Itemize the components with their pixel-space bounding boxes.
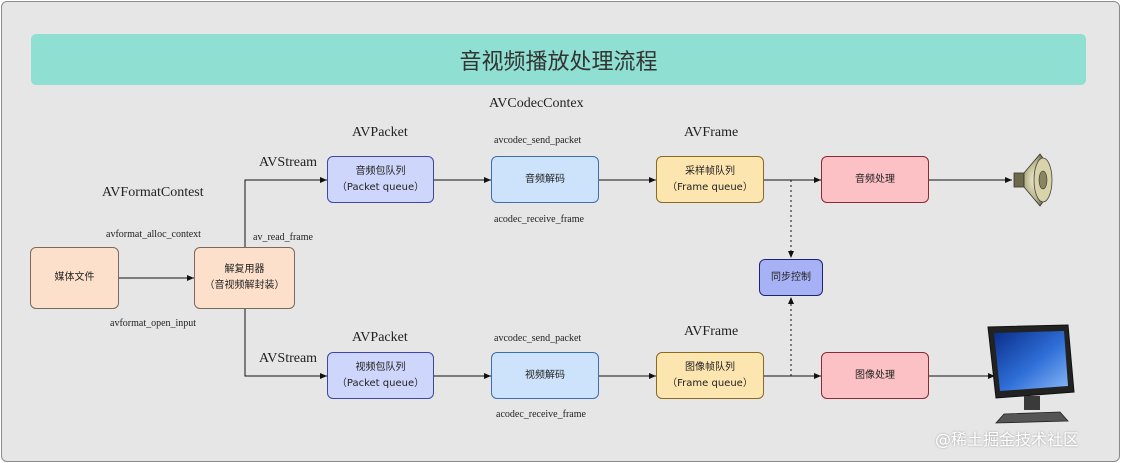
node-sync-control-label: 同步控制 bbox=[771, 271, 811, 283]
diagram-title: 音视频播放处理流程 bbox=[31, 34, 1086, 85]
label-send-packet-bottom: avcodec_send_packet bbox=[494, 333, 582, 344]
node-media-file: 媒体文件 bbox=[30, 247, 119, 309]
node-video-decode-label: 视频解码 bbox=[525, 369, 565, 381]
node-audio-packet-line1: 音频包队列 bbox=[355, 165, 406, 177]
node-sample-frame-queue: 采样帧队列 （Frame queue） bbox=[656, 156, 764, 203]
label-avstream-top: AVStream bbox=[259, 155, 318, 170]
node-video-packet-line2: （Packet queue） bbox=[336, 377, 425, 389]
node-demuxer-line1: 解复用器 bbox=[224, 264, 265, 275]
label-avframe-top: AVFrame bbox=[684, 125, 739, 140]
label-avformat-alloc-context: avformat_alloc_context bbox=[106, 229, 201, 240]
node-image-process-label: 图像处理 bbox=[855, 369, 895, 381]
node-video-decode: 视频解码 bbox=[491, 352, 599, 399]
node-sample-frame-line1: 采样帧队列 bbox=[685, 165, 735, 177]
label-avframe-bottom: AVFrame bbox=[684, 324, 739, 339]
node-demuxer-line2: （音视频解封装） bbox=[204, 280, 285, 291]
label-avcodec-contex: AVCodecContex bbox=[489, 96, 584, 111]
node-video-packet-queue: 视频包队列 （Packet queue） bbox=[327, 352, 434, 399]
node-sample-frame-line2: （Frame queue） bbox=[667, 181, 753, 193]
node-audio-process: 音频处理 bbox=[821, 156, 929, 203]
node-media-file-label: 媒体文件 bbox=[54, 272, 95, 283]
node-image-process: 图像处理 bbox=[821, 352, 929, 399]
node-audio-decode-label: 音频解码 bbox=[525, 173, 565, 185]
node-sync-control: 同步控制 bbox=[759, 259, 823, 296]
label-avformat-open-input: avformat_open_input bbox=[110, 318, 197, 329]
label-av-read-frame: av_read_frame bbox=[253, 232, 313, 243]
node-image-frame-queue: 图像帧队列 （Frame queue） bbox=[656, 352, 764, 399]
label-avformat-contest: AVFormatContest bbox=[102, 185, 204, 200]
node-demuxer: 解复用器 （音视频解封装） bbox=[194, 247, 295, 309]
node-audio-packet-line2: （Packet queue） bbox=[336, 181, 425, 193]
node-audio-process-label: 音频处理 bbox=[855, 173, 895, 185]
label-receive-frame-bottom: acodec_receive_frame bbox=[496, 409, 586, 420]
label-send-packet-top: avcodec_send_packet bbox=[494, 135, 582, 146]
label-avpacket-bottom: AVPacket bbox=[352, 330, 408, 345]
speaker-icon bbox=[1013, 153, 1053, 207]
node-image-frame-line1: 图像帧队列 bbox=[685, 361, 735, 373]
label-avstream-bottom: AVStream bbox=[259, 351, 318, 366]
label-avpacket-top: AVPacket bbox=[352, 125, 408, 140]
node-audio-packet-queue: 音频包队列 （Packet queue） bbox=[327, 156, 434, 203]
monitor-icon bbox=[987, 324, 1075, 424]
node-audio-decode: 音频解码 bbox=[491, 156, 599, 203]
node-image-frame-line2: （Frame queue） bbox=[667, 377, 753, 389]
node-video-packet-line1: 视频包队列 bbox=[355, 361, 406, 373]
watermark: @稀土掘金技术社区 bbox=[935, 430, 1080, 449]
arrow-demuxer-to-audio-packet bbox=[244, 177, 327, 247]
arrow-demuxer-to-video-packet bbox=[244, 309, 327, 379]
label-receive-frame-top: acodec_receive_frame bbox=[494, 214, 584, 225]
